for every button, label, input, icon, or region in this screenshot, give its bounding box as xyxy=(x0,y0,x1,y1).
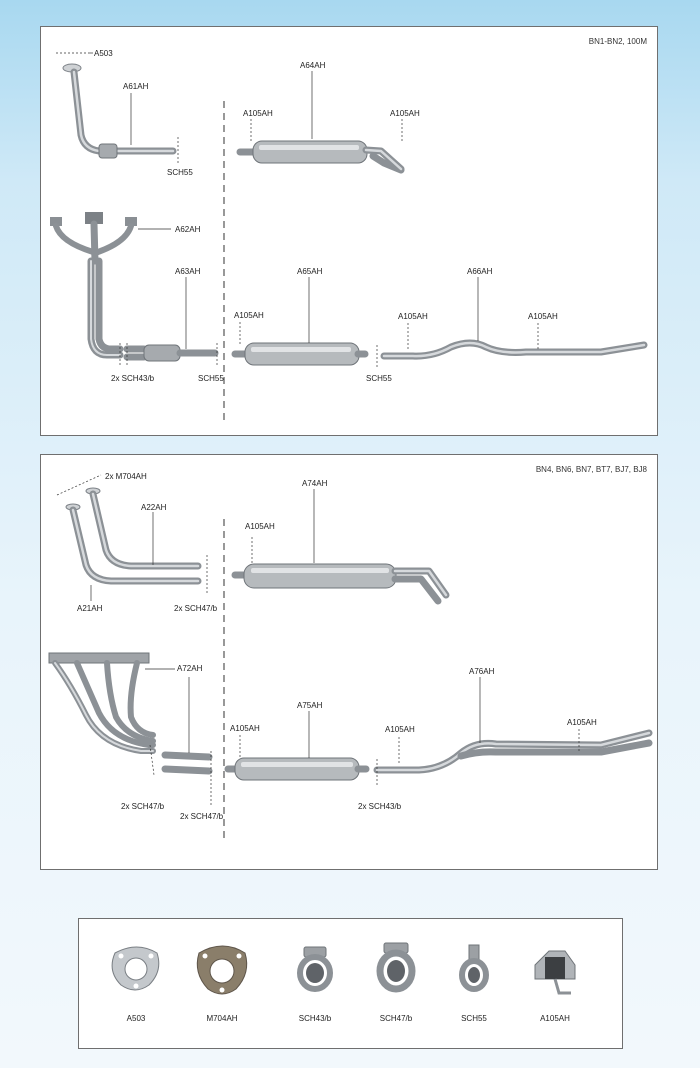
label-sch47b: 2x SCH47/b xyxy=(180,812,224,821)
part-label: A105AH xyxy=(540,1014,570,1023)
label-a503: A503 xyxy=(94,49,113,58)
label-a105ah: A105AH xyxy=(567,718,597,727)
label-a105ah: A105AH xyxy=(528,312,558,321)
label-a74ah: A74AH xyxy=(302,479,328,488)
a21ah-a22ah-front-pipes xyxy=(65,487,202,585)
label-a64ah: A64AH xyxy=(300,61,326,70)
label-sch47b: 2x SCH47/b xyxy=(174,604,218,613)
part-label: A503 xyxy=(126,1014,146,1023)
a75ah-silencer xyxy=(224,757,370,781)
a61ah-downpipe xyxy=(62,63,177,159)
parts-legend: A503 M704AH SCH43/b SCH47/b SCH55 A105AH xyxy=(78,918,623,1049)
label-a76ah: A76AH xyxy=(469,667,495,676)
gasket-icon xyxy=(196,945,248,995)
label-m704ah: 2x M704AH xyxy=(105,472,147,481)
panel-bn4-bj8: BN4, BN6, BN7, BT7, BJ7, BJ8 xyxy=(40,454,658,870)
model-title: BN1-BN2, 100M xyxy=(588,37,647,46)
flange-ring-icon xyxy=(111,946,160,991)
a76ah-tailpipes xyxy=(373,729,653,774)
clamp-icon xyxy=(297,946,333,992)
label-a105ah: A105AH xyxy=(230,724,260,733)
exhaust-diagram-bn1-bn2: A503 A61AH SCH55 A64AH A105AH A105AH A62… xyxy=(50,49,648,425)
label-a62ah: A62AH xyxy=(175,225,201,234)
a65ah-silencer xyxy=(231,342,369,366)
label-sch55: SCH55 xyxy=(198,374,224,383)
label-a105ah: A105AH xyxy=(234,311,264,320)
model-title: BN4, BN6, BN7, BT7, BJ7, BJ8 xyxy=(535,465,647,474)
part-label: SCH47/b xyxy=(379,1014,413,1023)
a64ah-silencer xyxy=(236,140,405,174)
label-sch55: SCH55 xyxy=(366,374,392,383)
part-label: SCH43/b xyxy=(298,1014,332,1023)
label-sch55: SCH55 xyxy=(167,168,193,177)
label-sch47b: 2x SCH47/b xyxy=(121,802,165,811)
mounting-bracket-icon xyxy=(534,950,576,995)
parts-icons xyxy=(111,942,576,995)
label-a105ah: A105AH xyxy=(390,109,420,118)
label-a63ah: A63AH xyxy=(175,267,201,276)
label-a61ah: A61AH xyxy=(123,82,149,91)
part-label: M704AH xyxy=(206,1014,238,1023)
part-label: SCH55 xyxy=(461,1014,487,1023)
a66ah-tailpipe xyxy=(380,339,648,360)
label-a105ah: A105AH xyxy=(245,522,275,531)
label-a65ah: A65AH xyxy=(297,267,323,276)
exhaust-diagram-bn4-bj8: 2x M704AH A22AH A21AH 2x SCH47/b A74AH A… xyxy=(48,472,653,839)
label-a105ah: A105AH xyxy=(385,725,415,734)
a74ah-silencer xyxy=(231,563,450,605)
band-clamp-icon xyxy=(459,944,489,992)
a62ah-manifold xyxy=(50,212,137,359)
label-a66ah: A66AH xyxy=(467,267,493,276)
a63ah-pipe xyxy=(123,344,219,362)
label-a72ah: A72AH xyxy=(177,664,203,673)
label-a105ah: A105AH xyxy=(398,312,428,321)
label-sch43b: 2x SCH43/b xyxy=(358,802,402,811)
label-a21ah: A21AH xyxy=(77,604,103,613)
label-a105ah: A105AH xyxy=(243,109,273,118)
label-sch43b: 2x SCH43/b xyxy=(111,374,155,383)
label-a22ah: A22AH xyxy=(141,503,167,512)
clamp-icon xyxy=(376,942,416,993)
panel-bn1-bn2: BN1-BN2, 100M xyxy=(40,26,658,436)
label-a75ah: A75AH xyxy=(297,701,323,710)
a72ah-manifold xyxy=(48,652,213,775)
